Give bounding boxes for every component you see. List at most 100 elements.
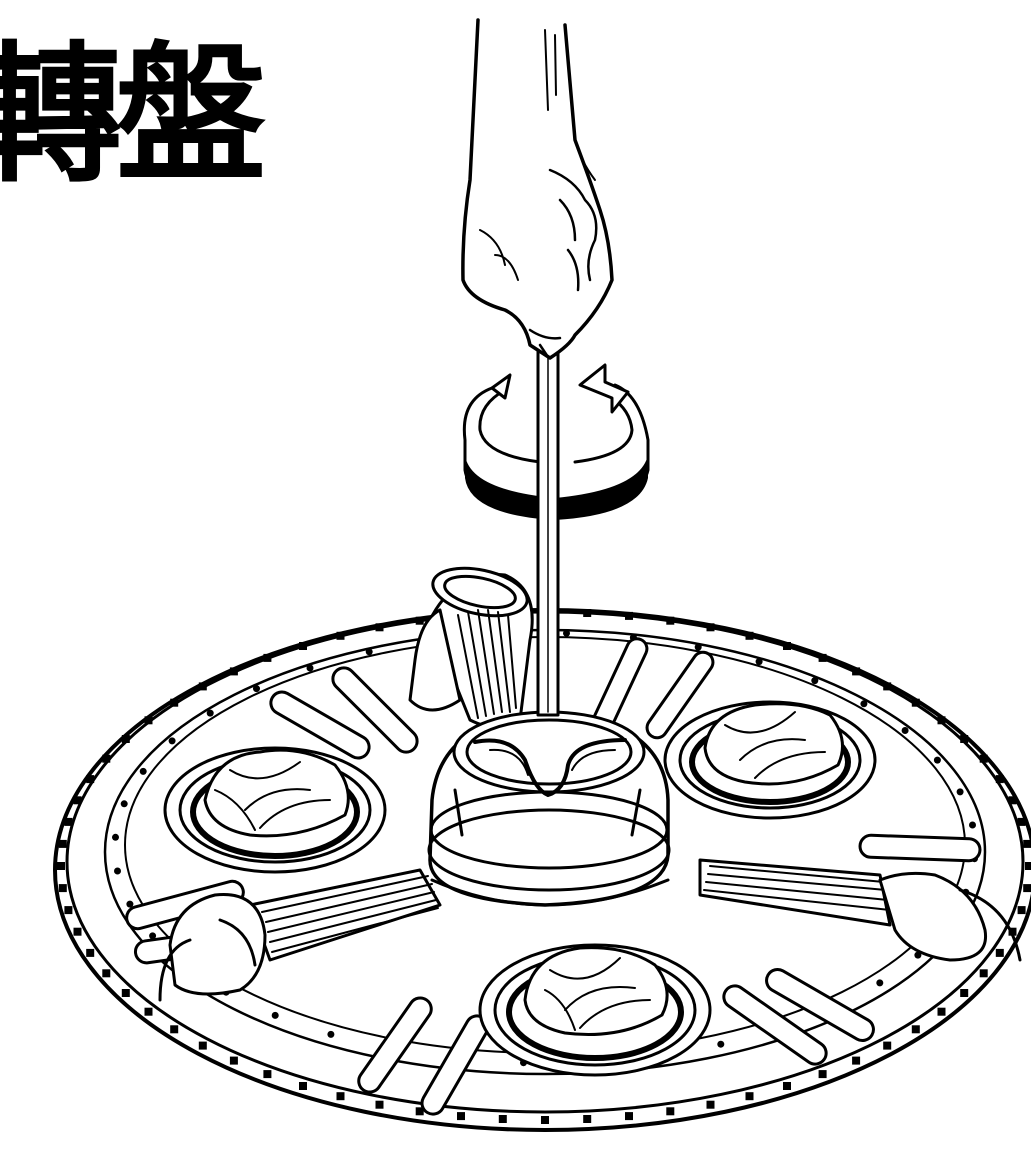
rim-slot bbox=[299, 1082, 307, 1090]
rim-slot bbox=[457, 1112, 465, 1121]
rim-slot bbox=[64, 906, 73, 915]
rim-slot bbox=[995, 775, 1004, 784]
hand-illustration bbox=[461, 18, 614, 360]
plate-hole bbox=[563, 629, 570, 637]
roller-arm-upper-left bbox=[408, 566, 534, 729]
rim-slot bbox=[1008, 796, 1017, 805]
plate-hole bbox=[120, 800, 128, 808]
roller-arm-right bbox=[698, 858, 1022, 962]
rim-slot bbox=[263, 653, 272, 662]
rim-slot bbox=[745, 1092, 754, 1101]
rim-slot bbox=[666, 616, 675, 625]
rim-slot bbox=[937, 716, 946, 725]
plate-hole bbox=[901, 727, 909, 734]
rim-slot bbox=[415, 616, 424, 625]
rim-slot bbox=[541, 1116, 549, 1124]
plate-hole bbox=[327, 1030, 335, 1038]
rim-slot bbox=[375, 623, 384, 632]
plate-hole bbox=[253, 685, 260, 693]
rim-slot bbox=[706, 623, 715, 632]
rim-slot bbox=[86, 948, 95, 957]
tool-shaft bbox=[536, 343, 560, 717]
rim-slot bbox=[198, 682, 207, 691]
rim-slot bbox=[1017, 817, 1026, 826]
rim-slot bbox=[911, 1025, 920, 1034]
rim-slot bbox=[498, 1115, 507, 1123]
rim-slot bbox=[818, 1070, 827, 1079]
rim-slot bbox=[336, 631, 345, 640]
rim-slot bbox=[299, 642, 307, 650]
center-hub bbox=[427, 710, 671, 907]
rim-slot bbox=[73, 927, 82, 936]
rim-slot bbox=[783, 642, 791, 650]
page-title: 轉盤 bbox=[0, 27, 266, 203]
plate-hole bbox=[969, 821, 976, 829]
plate-hole bbox=[306, 664, 314, 672]
rim-slot bbox=[144, 1007, 153, 1016]
plate-hole bbox=[811, 677, 819, 685]
rim-slot bbox=[121, 735, 130, 743]
rim-slot bbox=[979, 969, 988, 978]
rim-slot bbox=[121, 989, 130, 997]
rim-slot bbox=[666, 1107, 675, 1116]
plate-hole bbox=[168, 737, 176, 745]
rim-slot bbox=[1023, 884, 1031, 893]
rim-slot bbox=[263, 1070, 272, 1079]
rim-slot bbox=[336, 1092, 345, 1101]
rim-slot bbox=[960, 989, 969, 997]
plate-hole bbox=[114, 867, 121, 875]
rim-slot bbox=[979, 754, 988, 763]
rim-slot bbox=[73, 796, 82, 805]
plate-hole bbox=[717, 1040, 725, 1048]
rim-slot bbox=[852, 667, 861, 676]
plate-hole bbox=[956, 788, 964, 796]
rim-slot bbox=[58, 884, 67, 893]
plate-hole bbox=[126, 900, 134, 908]
rim-slot bbox=[1025, 862, 1031, 870]
dome-cup-front bbox=[478, 943, 712, 1077]
rim-slot bbox=[995, 948, 1004, 957]
rim-slot bbox=[415, 1107, 424, 1116]
dome-cup-right bbox=[663, 700, 877, 820]
plate-hole bbox=[112, 833, 119, 841]
rim-slots bbox=[57, 608, 1031, 1124]
rim-slot bbox=[198, 1041, 207, 1050]
rim-slot bbox=[86, 775, 95, 784]
rim-slot bbox=[170, 698, 179, 707]
rim-slot bbox=[583, 1115, 592, 1123]
rim-slot bbox=[64, 817, 73, 826]
rim-slot bbox=[1023, 839, 1031, 848]
rim-slot bbox=[375, 1100, 384, 1109]
rim-slot bbox=[706, 1100, 715, 1109]
rim-slot bbox=[960, 735, 969, 743]
rim-slot bbox=[170, 1025, 179, 1034]
dome-cup-left bbox=[163, 746, 387, 874]
rim-slot bbox=[783, 1082, 791, 1090]
plate-hole bbox=[860, 700, 868, 708]
plate-hole bbox=[694, 643, 702, 651]
rim-slot bbox=[911, 698, 920, 707]
rim-slot bbox=[229, 667, 238, 676]
rim-slot bbox=[852, 1056, 861, 1065]
rim-slot bbox=[229, 1056, 238, 1065]
plate-hole bbox=[149, 932, 157, 940]
rim-slot bbox=[937, 1007, 946, 1016]
rim-slot bbox=[102, 969, 111, 978]
plate-hole bbox=[365, 648, 373, 656]
rim-slot bbox=[58, 839, 67, 848]
rim-slot bbox=[57, 862, 65, 870]
rim-slot bbox=[883, 682, 892, 691]
rim-slot bbox=[818, 653, 827, 662]
rim-slot bbox=[144, 716, 153, 725]
plate-hole bbox=[206, 709, 214, 717]
plate-hole bbox=[876, 979, 884, 987]
plate-hole bbox=[139, 767, 147, 775]
rim-slot bbox=[883, 1041, 892, 1050]
plate-hole bbox=[271, 1011, 279, 1019]
rim-slot bbox=[745, 631, 754, 640]
rim-slot bbox=[1017, 906, 1026, 915]
rim-slot bbox=[625, 1112, 633, 1121]
plate-hole bbox=[755, 658, 763, 666]
plate-hole bbox=[933, 756, 941, 764]
